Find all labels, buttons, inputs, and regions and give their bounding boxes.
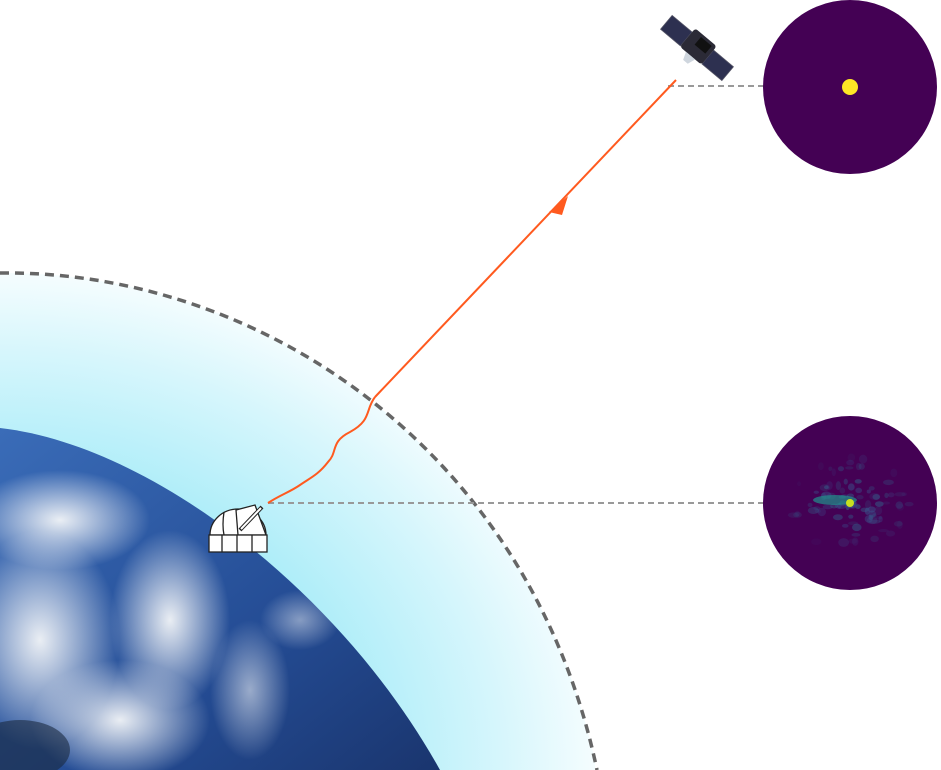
speckle (870, 535, 879, 543)
speckle (848, 514, 854, 519)
speckle-psf-panel (763, 416, 937, 590)
speckle (846, 459, 855, 466)
speckle (868, 486, 875, 491)
speckle (878, 515, 883, 523)
speckle (831, 468, 836, 477)
speckle (819, 484, 830, 492)
speckle (872, 513, 877, 518)
speckle (858, 454, 868, 464)
observatory-icon (208, 504, 268, 553)
speckle (826, 481, 833, 490)
speckle (869, 492, 881, 500)
speckle (901, 492, 908, 497)
speckle (807, 502, 813, 508)
speckle (839, 487, 846, 494)
speckle (822, 504, 833, 510)
speckle (866, 489, 871, 494)
speckle (890, 468, 898, 478)
speckle (864, 515, 873, 523)
atmosphere-boundary (0, 271, 599, 770)
speckle (794, 510, 800, 517)
speckle (874, 501, 884, 507)
psf-peak (842, 79, 858, 95)
speckle (882, 501, 891, 505)
speckle (814, 509, 821, 514)
speckle (885, 530, 896, 537)
speckle (866, 516, 878, 525)
speckle (847, 483, 855, 491)
speckle (872, 493, 880, 500)
speckle (847, 453, 856, 462)
beam-direction-arrow (549, 196, 568, 215)
speckle (832, 514, 843, 521)
speckle (896, 503, 905, 511)
speckle (843, 478, 848, 485)
speckle (787, 512, 799, 518)
speckle (838, 538, 850, 547)
speckle (848, 538, 858, 544)
speckle (796, 481, 802, 487)
speckle (835, 481, 842, 491)
speckle (868, 519, 881, 524)
speckle (904, 501, 914, 507)
speckle (813, 506, 821, 511)
speckle (867, 506, 876, 513)
speckle (868, 514, 874, 521)
speckle (894, 492, 906, 497)
speckle (837, 466, 845, 472)
speckle (864, 500, 872, 510)
vacuum-psf-panel (763, 0, 937, 174)
speckle (852, 523, 862, 532)
speckle (841, 523, 849, 528)
speckle (854, 479, 862, 484)
speckle (855, 504, 861, 510)
satellite-icon (660, 14, 734, 82)
speckle (882, 479, 894, 486)
speckle (807, 506, 819, 515)
speckle (828, 466, 833, 471)
speckle (858, 463, 865, 470)
speckle (824, 485, 829, 490)
speckle (813, 490, 820, 494)
speckle (893, 521, 903, 527)
speckle (852, 537, 859, 546)
speckle (896, 520, 903, 529)
speckle (878, 528, 889, 533)
speckle (875, 516, 883, 520)
speckle (817, 507, 826, 517)
speckle (793, 511, 802, 518)
speckle (847, 521, 859, 526)
laser-beam (267, 79, 677, 504)
speckle (851, 533, 861, 537)
speckle-peak (846, 499, 854, 507)
speckle (855, 462, 862, 471)
speckle (887, 492, 895, 498)
speckle (855, 487, 863, 494)
speckle (856, 495, 864, 500)
speckle (884, 492, 889, 499)
speckle (874, 506, 883, 516)
speckle (895, 501, 904, 509)
speckle (810, 538, 822, 546)
speckle (845, 466, 854, 470)
speckle-streak (813, 495, 857, 505)
speckle (818, 462, 824, 471)
